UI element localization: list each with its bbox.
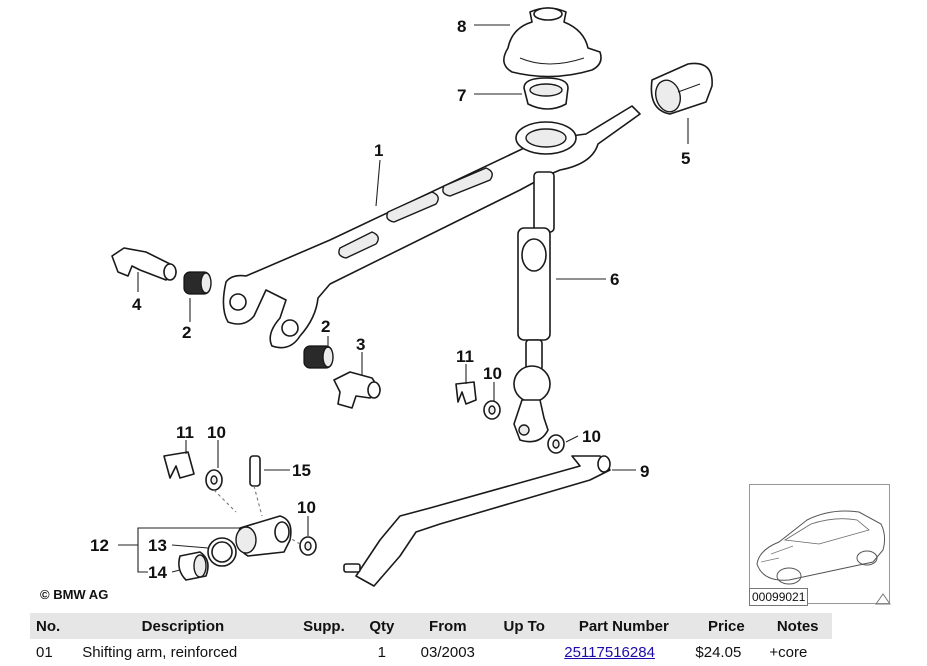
part-clip-3 xyxy=(333,371,381,409)
cell-qty: 1 xyxy=(377,643,387,661)
col-header-qty: Qty xyxy=(358,613,406,639)
cell-price: $24.05 xyxy=(695,643,742,661)
parts-table: No. Description Supp. Qty From Up To Par… xyxy=(30,613,832,665)
col-header-notes: Notes xyxy=(763,613,832,639)
warning-triangle-icon xyxy=(875,593,891,605)
part-number-link[interactable]: 25117516284 xyxy=(564,643,655,661)
cell-from: 03/2003 xyxy=(420,643,475,661)
callout-label: 13 xyxy=(148,536,167,555)
col-header-no: No. xyxy=(30,613,77,639)
callout-label: 10 xyxy=(297,498,316,517)
table-header-row: No. Description Supp. Qty From Up To Par… xyxy=(30,613,832,639)
callout-label: 2 xyxy=(182,323,191,342)
callout-label: 6 xyxy=(610,270,619,289)
callout-label: 10 xyxy=(483,364,502,383)
callout-label: 15 xyxy=(292,461,311,480)
copyright-text: © BMW AG xyxy=(40,587,109,602)
callout-label: 10 xyxy=(207,423,226,442)
col-header-price: Price xyxy=(689,613,764,639)
cell-supp xyxy=(290,639,359,665)
callout-label: 4 xyxy=(132,295,142,314)
callout-label: 14 xyxy=(148,563,167,582)
callout-label: 5 xyxy=(681,149,690,168)
part-washer-10b xyxy=(547,434,565,454)
callout-label: 7 xyxy=(457,86,466,105)
part-boot xyxy=(503,7,602,78)
part-washer-10a xyxy=(483,400,501,420)
callout-label: 2 xyxy=(321,317,330,336)
callout-label: 11 xyxy=(456,347,474,366)
callout-label: 1 xyxy=(374,141,383,160)
part-washer-10c xyxy=(205,469,223,491)
col-header-upto: Up To xyxy=(490,613,559,639)
part-ring-13 xyxy=(207,537,237,567)
part-cap-14 xyxy=(178,551,209,581)
part-clip-11a xyxy=(455,381,477,405)
part-washer-10d xyxy=(299,536,317,556)
col-header-description: Description xyxy=(76,613,290,639)
callout-label: 3 xyxy=(356,335,365,354)
col-header-part-number: Part Number xyxy=(558,613,690,639)
car-thumbnail[interactable] xyxy=(749,484,890,604)
part-bushing-2b xyxy=(303,345,334,369)
part-clip-11b xyxy=(163,451,195,479)
part-pin-15 xyxy=(249,455,261,487)
callout-label: 10 xyxy=(582,427,601,446)
col-header-supp: Supp. xyxy=(289,613,359,639)
callout-label: 11 xyxy=(176,423,194,442)
diagram-id: 00099021 xyxy=(749,588,809,606)
part-bushing-2a xyxy=(183,271,212,295)
callout-label: 8 xyxy=(457,17,466,36)
part-bushing xyxy=(523,77,569,110)
parts-diagram: 8 7 5 1 6 4 2 2 3 11 10 11 10 10 15 10 9… xyxy=(90,7,713,587)
part-shifting-arm xyxy=(222,105,641,349)
table-row: 01 Shifting arm, reinforced 1 03/2003 25… xyxy=(30,639,832,665)
cell-no: 01 xyxy=(36,643,53,661)
col-header-from: From xyxy=(405,613,491,639)
cell-notes: +core xyxy=(769,643,808,661)
part-joint-12 xyxy=(235,515,292,557)
callout-label: 9 xyxy=(640,462,649,481)
part-sleeve xyxy=(650,62,713,115)
cell-part-number: 25117516284 xyxy=(558,639,689,665)
part-clip-4 xyxy=(111,247,177,281)
cell-upto xyxy=(490,639,558,665)
part-shift-rod xyxy=(343,455,611,587)
part-shift-lever xyxy=(513,171,555,443)
cell-description: Shifting arm, reinforced xyxy=(82,643,238,661)
callout-label: 12 xyxy=(90,536,109,555)
